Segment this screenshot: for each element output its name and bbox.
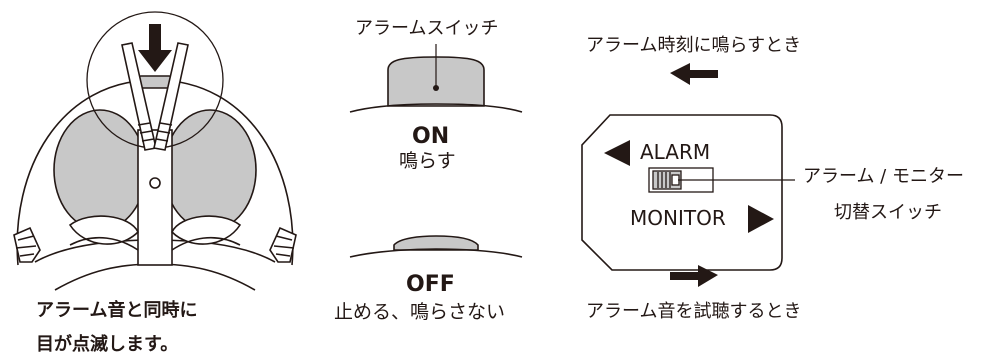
arrow-right-caption: アラーム音を試聴するとき xyxy=(586,301,802,322)
panel-monitor-label: MONITOR xyxy=(630,206,726,230)
alarm-switch-top xyxy=(137,75,173,89)
press-down-arrow-icon xyxy=(138,24,172,72)
alarm-switch-label: アラームスイッチ xyxy=(355,18,499,39)
arrow-left-caption: アラーム時刻に鳴らすとき xyxy=(586,35,802,56)
right-eye xyxy=(163,109,257,231)
off-label: OFF xyxy=(406,272,455,297)
switch-off-illustration xyxy=(349,235,523,258)
center-hole xyxy=(149,177,161,189)
monitor-triangle-icon xyxy=(748,205,774,233)
selector-label-line1: アラーム / モニター xyxy=(803,166,964,187)
panel-alarm-label: ALARM xyxy=(640,140,711,164)
on-desc: 鳴らす xyxy=(399,150,456,172)
left-eye xyxy=(53,109,147,231)
left-caption-line2: 目が点滅します。 xyxy=(36,334,179,355)
arrow-right-icon xyxy=(670,265,718,287)
robot-head-illustration xyxy=(13,11,297,291)
center-stem xyxy=(137,129,173,266)
alarm-triangle-icon xyxy=(604,140,630,166)
switch-on-illustration xyxy=(349,44,523,113)
arrow-left-icon xyxy=(670,63,718,85)
left-caption-line1: アラーム音と同時に xyxy=(36,300,198,321)
off-desc: 止める、鳴らさない xyxy=(334,301,506,323)
selector-label-line2: 切替スイッチ xyxy=(834,202,942,223)
on-label: ON xyxy=(412,124,450,149)
